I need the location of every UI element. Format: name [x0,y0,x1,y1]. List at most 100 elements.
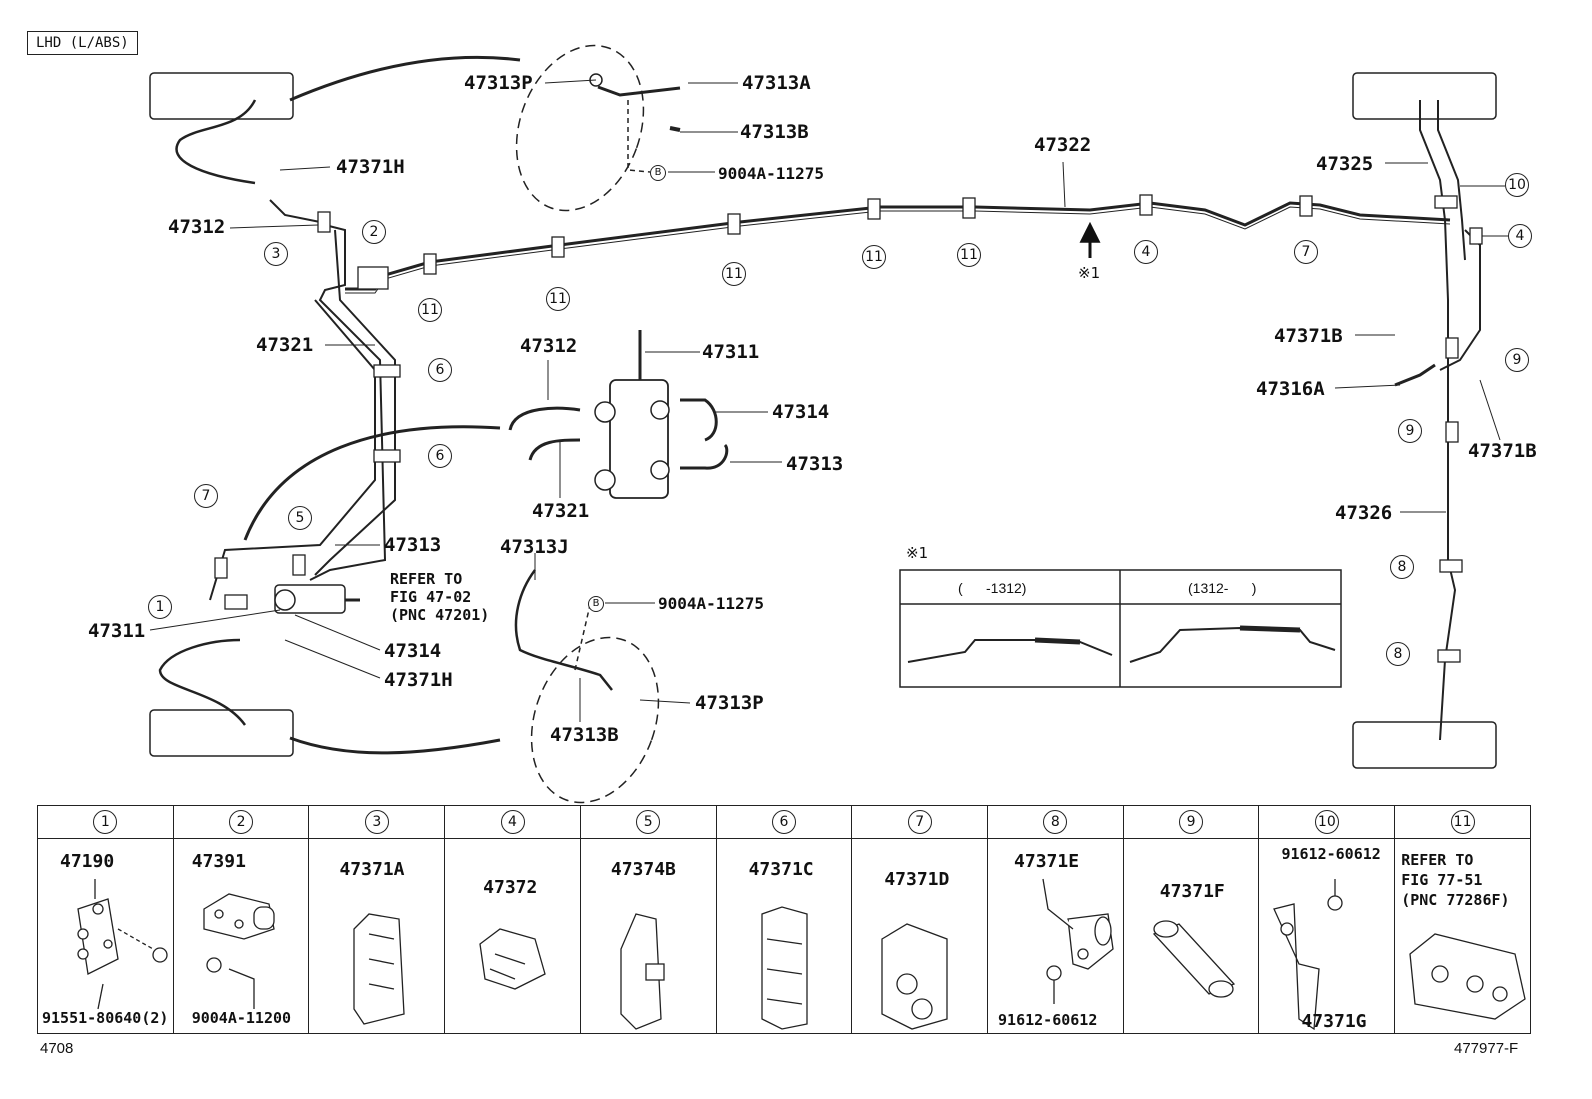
legend-refer-3: (PNC 77286F) [1401,891,1510,909]
variant-label: LHD (L/ABS) [27,31,138,55]
part-47371B-upper: 47371B [1274,325,1343,347]
legend-cell-8: 47371E 91612-60612 [987,838,1124,1034]
clip-47374B-icon [620,913,665,1030]
legend-cell-5: 47374B [579,838,717,1034]
legend-cell-3: 47371A [308,838,446,1034]
part-47321-center: 47321 [532,500,590,522]
legend-part-47371F: 47371F [1159,881,1225,902]
legend-part-47371A: 47371A [339,859,405,880]
part-47314-center: 47314 [772,401,830,423]
part-47312-center: 47312 [520,335,578,357]
callout-11-e: 11 [957,243,981,267]
callout-7-main: 7 [1294,240,1318,264]
legend-head-11: 11 [1394,805,1531,839]
sleeve-47371F-icon [1152,920,1235,998]
callout-4-right: 4 [1508,224,1532,248]
clamp-47371E-icon [1042,878,1114,1004]
legend-head-7: 7 [851,805,989,839]
legend-part-47391: 47391 [191,851,246,872]
part-47313B-bottom: 47313B [550,724,619,746]
legend-body-row: 47190 91551-80640(2) 47391 9004A-11200 4… [37,838,1531,1034]
part-47326: 47326 [1335,502,1393,524]
clamp-77286F-icon [1409,933,1526,1020]
inset-right-caption: (1312- ) [1188,580,1257,596]
legend-part-47372: 47372 [483,877,538,898]
part-47325: 47325 [1316,153,1374,175]
legend-cell-6: 47371C [715,838,853,1034]
legend-head-1: 1 [37,805,174,839]
wheel-front-left [149,72,294,120]
refer-line1: REFER TO [390,570,463,588]
part-47311-left: 47311 [88,620,146,642]
legend-cell-11: REFER TO FIG 77-51 (PNC 77286F) [1394,838,1531,1034]
part-47371H-top: 47371H [336,156,405,178]
part-47311-center: 47311 [702,341,760,363]
legend-part-47374B: 47374B [610,859,676,880]
refer-line3: (PNC 47201) [390,606,490,624]
legend-sub-47371G: 47371G [1301,1011,1367,1032]
part-47371H-bottom: 47371H [384,669,453,691]
legend-head-5: 5 [579,805,717,839]
clamp-47391-icon [203,893,275,1009]
part-47313A: 47313A [742,72,811,94]
footer-left-code: 4708 [40,1040,74,1057]
clamp-47371C-icon [760,906,808,1030]
legend-head-8: 8 [987,805,1124,839]
part-47312-left: 47312 [168,216,226,238]
part-47371B-lower: 47371B [1468,440,1537,462]
wheel-rear-left [149,709,294,757]
wheel-front-right [1352,72,1497,120]
callout-10: 10 [1505,173,1529,197]
legend-cell-1: 47190 91551-80640(2) [37,838,174,1034]
wheel-rear-right [1352,721,1497,769]
legend-part-47371D: 47371D [884,869,950,890]
legend-head-6: 6 [715,805,853,839]
part-47313P-top: 47313P [464,72,533,94]
legend-refer-2: FIG 77-51 [1401,871,1483,889]
callout-9-upper: 9 [1505,348,1529,372]
callout-11-c: 11 [722,262,746,286]
legend-head-3: 3 [308,805,446,839]
legend-head-2: 2 [172,805,310,839]
part-47322: 47322 [1034,134,1092,156]
legend-head-9: 9 [1122,805,1260,839]
callout-11-b: 11 [546,287,570,311]
part-47313-left: 47313 [384,534,442,556]
legend-part-47371C: 47371C [748,859,814,880]
clip-47372-icon [479,928,546,990]
valve-47190-icon [77,879,168,1010]
legend-refer-1: REFER TO [1401,851,1474,869]
refer-line2: FIG 47-02 [390,588,472,606]
inset-left-caption: ( -1312) [958,580,1027,596]
legend-head-4: 4 [444,805,581,839]
legend-cell-2: 47391 9004A-11200 [172,838,310,1034]
bolt-b-top: B [650,165,666,181]
clamp-47371A-icon [353,913,406,1025]
footer-right-code: 477977-F [1454,1040,1519,1057]
part-47314-left: 47314 [384,640,442,662]
note-mark-1: ※1 [1078,264,1101,282]
callout-3: 3 [264,242,288,266]
legend-header-row: 1 2 3 4 5 6 7 8 9 10 11 [37,805,1531,839]
callout-2: 2 [362,220,386,244]
part-47313B-top: 47313B [740,121,809,143]
callout-1: 1 [148,595,172,619]
part-47313P-bottom: 47313P [695,692,764,714]
callout-9-lower: 9 [1398,419,1422,443]
part-47313-center: 47313 [786,453,844,475]
legend-cell-4: 47372 [444,838,581,1034]
part-9004A-top: 9004A-11275 [718,164,824,183]
legend-cell-10: 91612-60612 47371G [1258,838,1396,1034]
callout-5: 5 [288,506,312,530]
legend-cell-9: 47371F [1122,838,1260,1034]
part-47316A: 47316A [1256,378,1325,400]
legend-sub-91551: 91551-80640(2) [42,1009,169,1027]
callout-8-lower: 8 [1386,642,1410,666]
proportioning-valve [609,379,669,499]
callout-11-a: 11 [418,298,442,322]
callout-4-main: 4 [1134,240,1158,264]
legend-head-10: 10 [1258,805,1396,839]
clamp-47371D-icon [881,923,948,1030]
callout-6-lower: 6 [428,444,452,468]
